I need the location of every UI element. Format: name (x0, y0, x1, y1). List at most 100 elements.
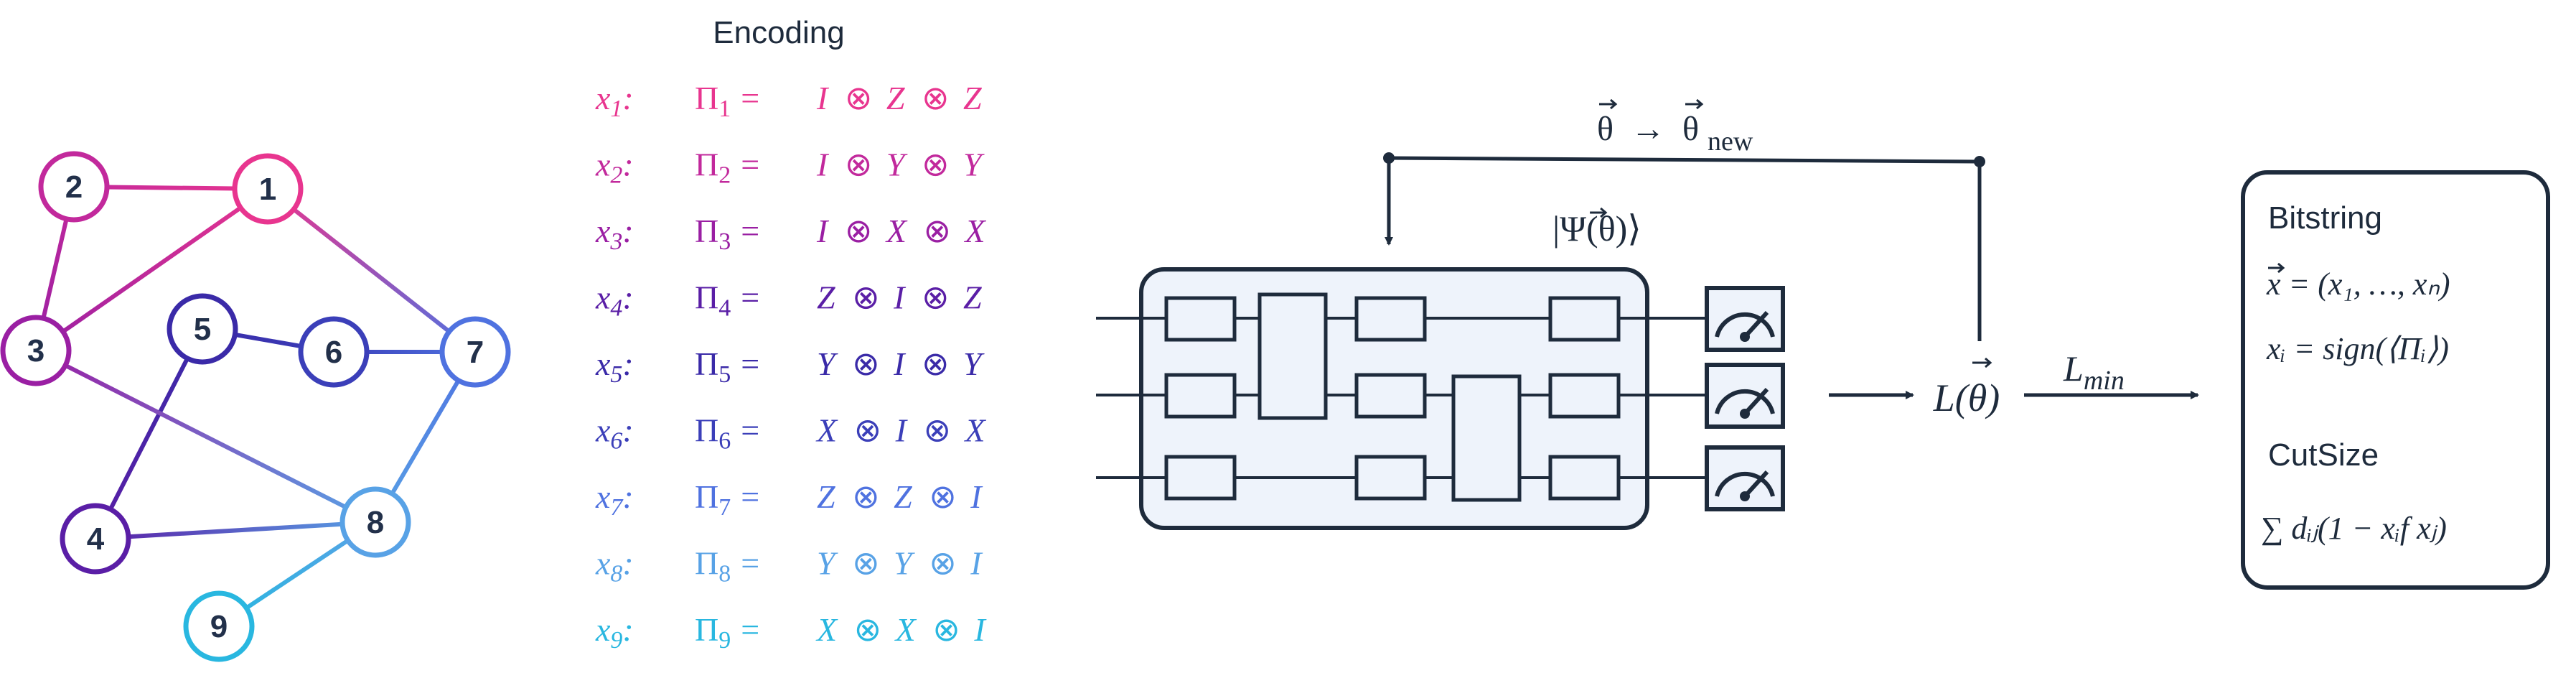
node-circle (298, 316, 370, 388)
encoding-row: x2: Π2= I ⊗ Y ⊗ Y (595, 147, 985, 189)
row-pi: Π4= (695, 279, 759, 322)
vector-arrow-icon (1590, 207, 1608, 218)
encoding-title: Encoding (713, 15, 844, 50)
row-operators: Z ⊗ I ⊗ Z (817, 279, 982, 316)
node-label: 3 (27, 333, 45, 368)
gate (1354, 296, 1427, 342)
gate (1164, 296, 1237, 342)
gate (1164, 455, 1237, 501)
node-circle (183, 590, 255, 662)
theta-label: θ (1597, 110, 1613, 148)
row-pi: Π2= (695, 147, 759, 189)
graph-nodes: 1 2 3 4 5 6 7 8 9 (0, 151, 511, 662)
row-pi: Π7= (695, 478, 759, 521)
sign-equation: xᵢ = sign(⟨Πᵢ⟩) (2266, 331, 2449, 366)
problem-graph: 1 2 3 4 5 6 7 8 9 (0, 151, 511, 662)
theta-new-sub: new (1708, 126, 1753, 157)
encoding-row: x1: Π1= I ⊗ Z ⊗ Z (595, 80, 982, 122)
encoding-row: x6:Π6=X ⊗ I ⊗ X (595, 412, 987, 455)
row-variable: x6: (595, 412, 634, 455)
encoding-table: Encoding x1:Π1=I ⊗ Z ⊗ Zx2:Π2=I ⊗ Y ⊗ Yx… (595, 15, 987, 654)
encoding-row: x9:Π9=X ⊗ X ⊗ I (595, 611, 987, 654)
quantum-circuit: θ → θ new |Ψ(θ)⟩ (1096, 98, 2199, 530)
measurements (1705, 286, 1785, 511)
row-variable: x8: (595, 545, 634, 588)
node-label: 2 (65, 170, 83, 205)
measurement-meter-icon (1705, 286, 1785, 352)
node-label: 5 (194, 312, 211, 347)
graph-edge (93, 328, 205, 540)
node-circle (439, 316, 511, 388)
cutsize-title: CutSize (2268, 437, 2379, 473)
row-variable: x9: (595, 611, 634, 654)
node-circle (232, 153, 304, 225)
loss-text: L(θ) (1933, 376, 2000, 419)
graph-edge (95, 520, 376, 541)
node-label: 9 (210, 609, 228, 644)
row-pi: Π9= (695, 611, 759, 654)
node-label: 7 (467, 335, 484, 370)
gate-two-qubit (1257, 292, 1328, 420)
graph-node-6: 6 (298, 316, 370, 388)
row-variable: x1: (595, 80, 634, 122)
node-circle (60, 503, 131, 575)
feedback-loop (1383, 152, 1985, 341)
gate (1548, 455, 1621, 501)
node-circle (339, 486, 411, 558)
node-label: 1 (259, 172, 276, 207)
lmin-label: Lmin (2063, 348, 2125, 396)
encoding-row: x5: Π5= Y ⊗ I ⊗ Y (595, 345, 985, 388)
row-operators: X ⊗ I ⊗ X (815, 412, 987, 449)
update-arrow: → (1631, 110, 1665, 148)
graph-node-8: 8 (339, 486, 411, 558)
row-operators: I ⊗ X ⊗ X (816, 213, 987, 249)
encoding-rows: x1: Π1= I ⊗ Z ⊗ Z x2: Π2= I ⊗ Y ⊗ Y x3: Π3= I ⊗ … (595, 80, 987, 654)
gate (1354, 455, 1427, 501)
graph-node-3: 3 (0, 315, 72, 386)
row-operators: I ⊗ Z ⊗ Z (816, 80, 982, 116)
row-pi: Π5= (695, 345, 759, 388)
feedback-label: θ → θ new (1597, 98, 1753, 157)
row-pi: Π3= (695, 213, 759, 255)
theta-new-label: θ (1682, 110, 1699, 148)
result-frame (2241, 170, 2550, 590)
node-label: 6 (325, 335, 342, 370)
measurement-meter-icon (1705, 445, 1785, 511)
graph-node-9: 9 (183, 590, 255, 662)
svg-text:θ → θ: θ → θ new (1597, 110, 1753, 157)
gate (1548, 296, 1621, 342)
gate-two-qubit (1451, 374, 1522, 502)
bitstring-title: Bitstring (2268, 200, 2382, 236)
graph-node-2: 2 (38, 151, 110, 223)
row-variable: x7: (595, 478, 634, 521)
graph-node-5: 5 (167, 293, 238, 365)
graph-edge (34, 187, 269, 353)
gate (1354, 373, 1427, 419)
row-pi: Π1= (695, 80, 759, 122)
row-operators: Y ⊗ I ⊗ Y (817, 345, 985, 382)
graph-node-1: 1 (232, 153, 304, 225)
measurement-meter-icon (1705, 363, 1785, 429)
cutsize-equation: ∑ dᵢⱼ(1 − xᵢf xⱼ) (2261, 511, 2447, 546)
graph-edge (34, 348, 377, 524)
state-label: |Ψ(θ)⟩ (1552, 208, 1641, 249)
row-variable: x2: (595, 147, 634, 189)
row-operators: Y ⊗ Y ⊗ I (817, 545, 983, 582)
row-pi: Π8= (695, 545, 759, 588)
row-operators: I ⊗ Y ⊗ Y (816, 147, 985, 183)
row-variable: x3: (595, 213, 634, 255)
gate (1164, 373, 1237, 419)
loss-label: L(θ) (1933, 357, 2000, 419)
row-variable: x4: (595, 279, 634, 322)
node-circle (38, 151, 110, 223)
node-label: 4 (87, 521, 105, 557)
gates (1164, 292, 1621, 502)
encoding-row: x7:Π7=Z ⊗ Z ⊗ I (595, 478, 983, 521)
graph-node-7: 7 (439, 316, 511, 388)
encoding-row: x3: Π3= I ⊗ X ⊗ X (595, 213, 987, 255)
bitstring-equation: x = (x₁, …, xₙ) (2266, 266, 2450, 302)
node-label: 8 (367, 505, 384, 540)
row-variable: x5: (595, 345, 634, 388)
gate (1548, 373, 1621, 419)
